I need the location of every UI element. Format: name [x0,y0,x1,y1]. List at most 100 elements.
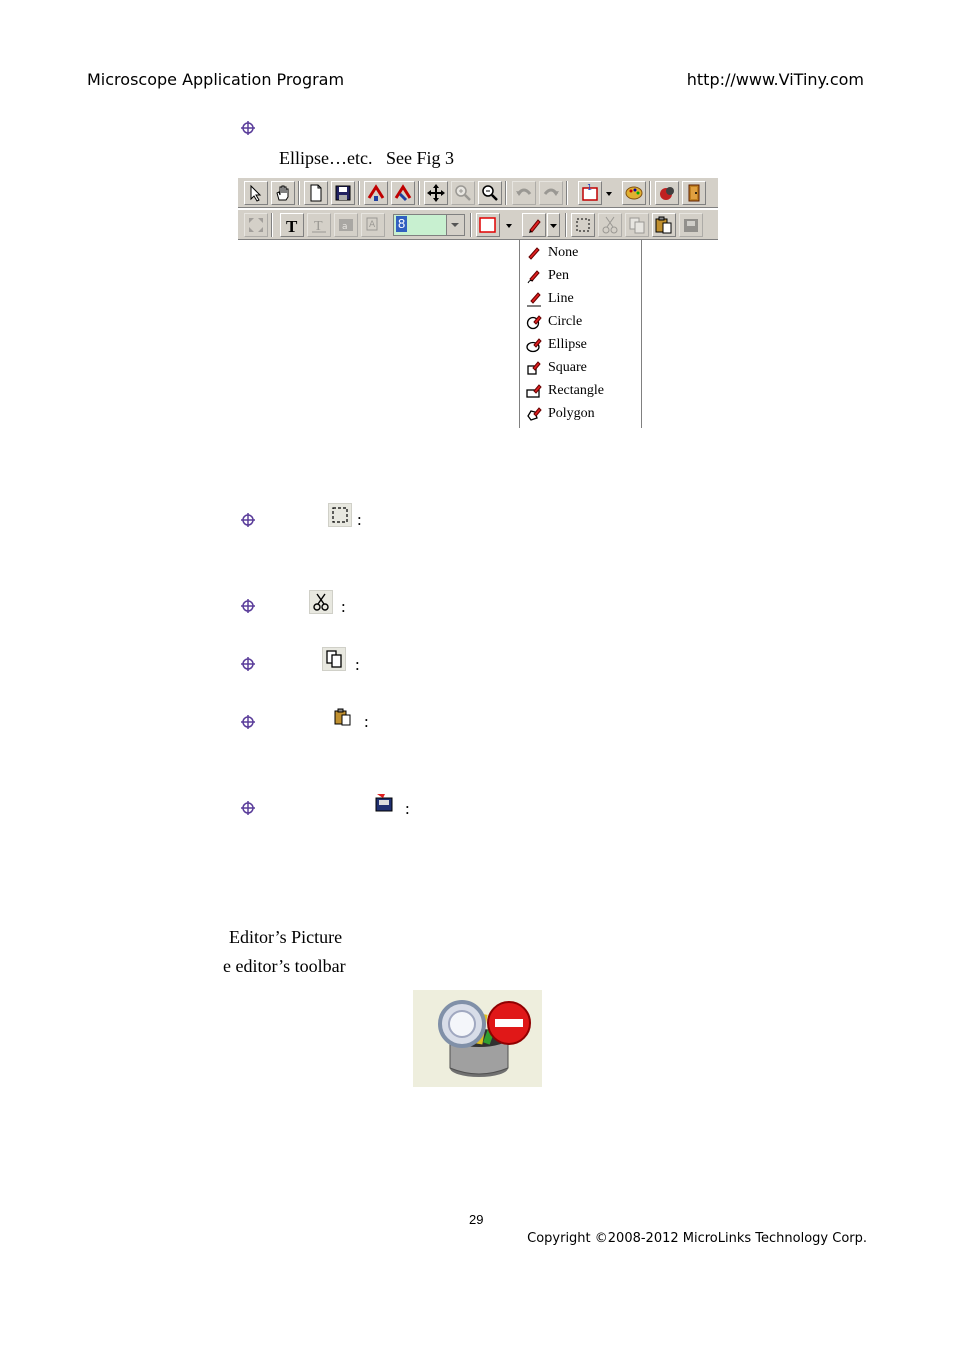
undo-button[interactable] [512,181,536,205]
menu-item-square[interactable]: Square [526,357,587,379]
paste-icon [331,705,355,729]
border-color-button[interactable] [476,213,500,237]
bullet-colon: : [341,597,346,616]
font-icon: A [366,217,378,231]
text-box-icon: a [339,219,353,232]
bullet-icon [240,512,256,528]
intro-text: Ellipse…etc. See Fig 3 [279,148,454,168]
bullet-colon: : [355,655,360,674]
border-color-icon [479,217,496,233]
hand-tool-button[interactable] [271,181,295,205]
new-file-button[interactable] [304,181,328,205]
line-icon [527,292,541,307]
text-line-editors-toolbar: e editor’s toolbar [223,956,346,976]
resize-button[interactable] [244,213,268,237]
border-color-dropdown[interactable] [504,213,514,237]
header-url: http://www.ViTiny.com [686,70,864,89]
save-icon [335,185,351,201]
palette-icon [625,186,643,200]
bullet-icon [240,598,256,614]
effects-icon [660,187,674,200]
line-width-value: 8 [396,216,408,232]
zoom-in-button[interactable] [451,181,475,205]
pencil-icon [529,219,541,233]
line-width-dropdown[interactable] [446,215,464,235]
cut-button[interactable] [598,213,622,237]
paste-new-button[interactable] [679,213,703,237]
chevron-down-icon [506,224,512,228]
menu-item-rectangle[interactable]: Rectangle [526,380,604,402]
chevron-down-icon [606,192,612,196]
select-rect-icon [576,218,590,232]
paste-button[interactable] [652,213,676,237]
draw-tool-button[interactable] [522,213,546,237]
flip-vertical-icon [394,184,412,202]
move-button[interactable] [424,181,448,205]
menu-item-polygon[interactable]: Polygon [526,403,595,425]
layer-button[interactable]: 1 [578,181,602,205]
font-button[interactable]: A [361,213,385,237]
svg-text:A: A [369,220,376,230]
draw-tool-dropdown[interactable] [547,213,560,237]
page-number: 29 [469,1212,484,1227]
rectangle-icon [526,384,542,398]
pen-icon [527,270,540,284]
redo-button[interactable] [539,181,563,205]
hand-icon [276,185,289,201]
paste-icon [655,216,672,234]
effects-button[interactable] [655,181,679,205]
square-icon [527,361,541,375]
palette-button[interactable] [622,181,646,205]
menu-item-circle[interactable]: Circle [526,311,582,333]
line-width-select[interactable]: 8 [393,214,465,236]
editor-logo-icon [438,1000,531,1077]
copy-icon [629,217,645,234]
editor-app-logo [413,990,542,1087]
text-box-button[interactable]: a [334,213,358,237]
resize-icon [249,218,263,232]
bullet-icon [240,120,256,136]
menu-item-line[interactable]: Line [526,288,574,310]
svg-text:1: 1 [587,183,592,192]
zoom-out-button[interactable] [478,181,502,205]
exit-button[interactable] [682,181,706,205]
text-underline-button[interactable]: T [307,213,331,237]
layer-icon: 1 [582,183,598,201]
undo-icon [516,188,532,196]
save-button[interactable] [331,181,355,205]
chevron-down-icon [451,223,459,227]
text-button[interactable]: T [280,213,304,237]
layer-dropdown-arrow[interactable] [604,181,614,205]
cut-icon [602,216,618,234]
menu-item-none[interactable]: None [526,242,578,264]
pencil-icon [528,247,540,260]
ellipse-icon [526,338,542,353]
bullet-colon: : [405,799,410,818]
header-title: Microscope Application Program [87,70,345,89]
menu-item-ellipse[interactable]: Ellipse [526,334,587,356]
text-line-editors-picture: Editor’s Picture [229,927,343,947]
zoom-out-icon [482,185,498,201]
cut-icon [309,590,333,614]
zoom-in-icon [455,185,471,201]
flip-horizontal-button[interactable] [364,181,388,205]
svg-text:T: T [314,219,323,234]
pointer-icon [250,184,262,202]
bullet-icon [240,714,256,730]
select-rect-icon [328,503,352,527]
new-file-icon [310,184,322,202]
circle-icon [526,315,542,330]
copy-icon [322,647,346,671]
select-button[interactable] [571,213,595,237]
menu-item-pen[interactable]: Pen [526,265,569,287]
paste-new-icon [372,791,396,815]
copyright-notice: Copyright ©2008-2012 MicroLinks Technolo… [527,1231,867,1246]
flip-vertical-button[interactable] [391,181,415,205]
bullet-colon: : [364,712,369,731]
pointer-tool-button[interactable] [244,181,268,205]
copy-button[interactable] [625,213,649,237]
redo-icon [543,188,559,196]
polygon-icon [527,407,542,421]
svg-text:T: T [286,217,298,236]
text-underline-icon: T [312,219,326,234]
